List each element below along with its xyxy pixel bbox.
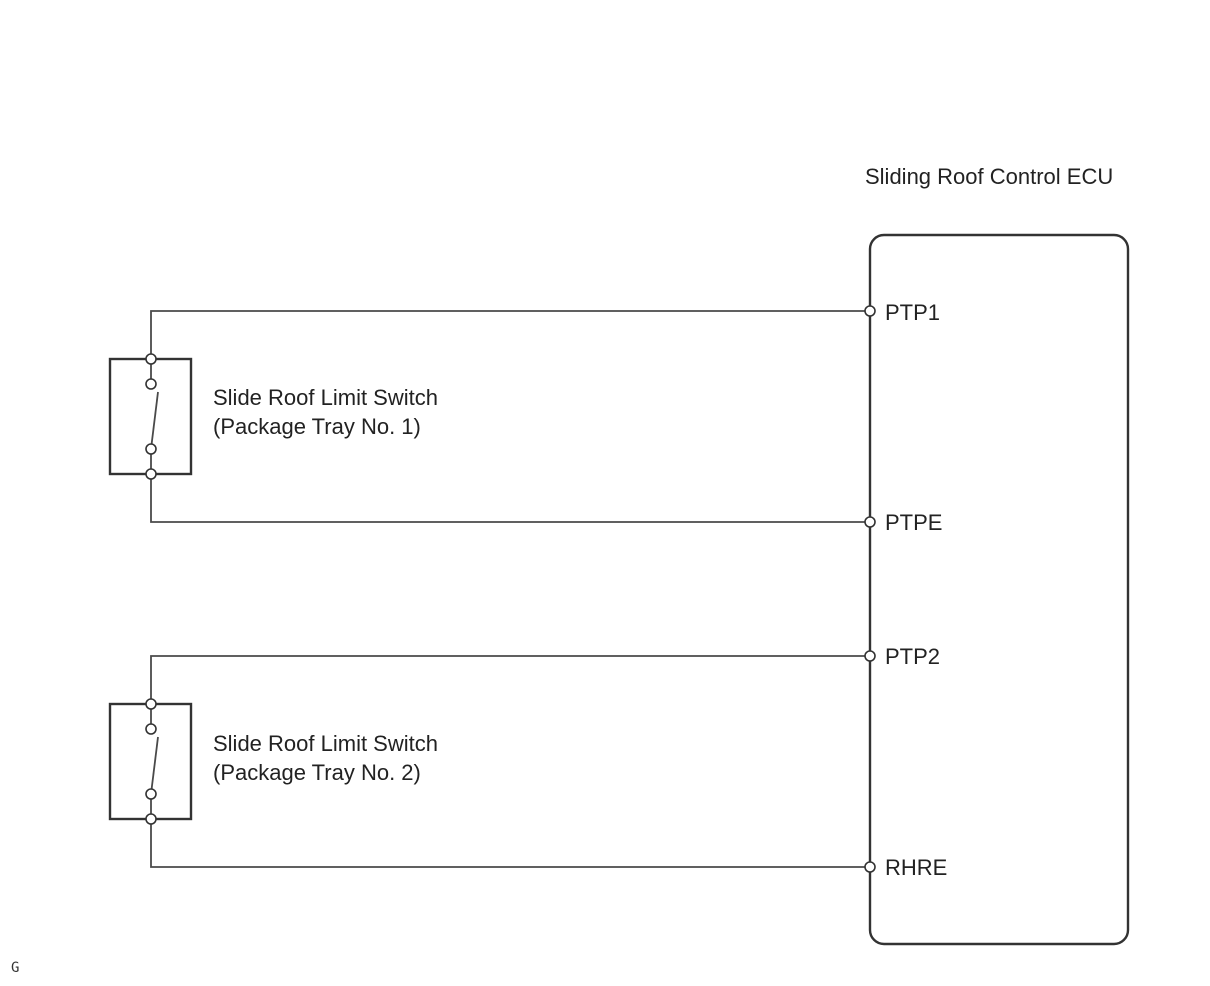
pin-ptp2-terminal bbox=[864, 650, 876, 662]
pin-ptp2-label: PTP2 bbox=[885, 644, 940, 669]
switch-1-terminal-top bbox=[145, 353, 157, 365]
corner-tag: G bbox=[11, 960, 19, 976]
ecu-outline bbox=[868, 233, 1130, 946]
switch-1-label-line1: Slide Roof Limit Switch bbox=[213, 385, 438, 410]
wire-rhre bbox=[150, 819, 870, 868]
switch-2-label-line1: Slide Roof Limit Switch bbox=[213, 731, 438, 756]
wire-ptp2 bbox=[150, 655, 870, 704]
switch-2-terminal-bottom bbox=[145, 813, 157, 825]
ecu-pins: PTP1 PTPE PTP2 RHRE bbox=[864, 300, 947, 880]
wire-ptpe bbox=[150, 474, 870, 523]
ecu-block: Sliding Roof Control ECU bbox=[865, 164, 1130, 946]
pin-ptp1-label: PTP1 bbox=[885, 300, 940, 325]
switch-2-terminal-top bbox=[145, 698, 157, 710]
ecu-title: Sliding Roof Control ECU bbox=[865, 164, 1113, 189]
switch-1-circuit: Slide Roof Limit Switch (Package Tray No… bbox=[108, 310, 870, 523]
switch-1-contact-bottom bbox=[145, 443, 157, 455]
switch-1-terminal-bottom bbox=[145, 468, 157, 480]
switch-1-contact-top bbox=[145, 378, 157, 390]
pin-ptp1-terminal bbox=[864, 305, 876, 317]
pin-ptpe-label: PTPE bbox=[885, 510, 942, 535]
switch-1-label-line2: (Package Tray No. 1) bbox=[213, 414, 421, 439]
switch-2-contact-arm bbox=[150, 736, 159, 795]
wire-ptp1 bbox=[150, 310, 870, 359]
pin-rhre-terminal bbox=[864, 861, 876, 873]
switch-2-circuit: Slide Roof Limit Switch (Package Tray No… bbox=[108, 655, 870, 868]
pin-rhre-label: RHRE bbox=[885, 855, 947, 880]
switch-2-contact-top bbox=[145, 723, 157, 735]
switch-2-contact-bottom bbox=[145, 788, 157, 800]
switch-2-label-line2: (Package Tray No. 2) bbox=[213, 760, 421, 785]
pin-ptpe-terminal bbox=[864, 516, 876, 528]
switch-1-contact-arm bbox=[150, 391, 159, 450]
